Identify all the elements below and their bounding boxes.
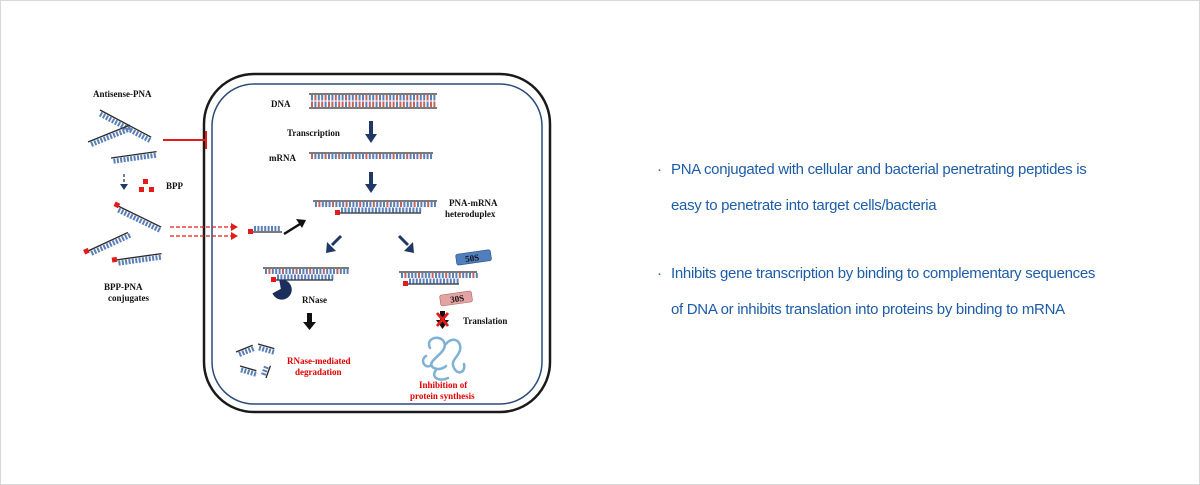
- ribosome-target-heteroduplex: [399, 271, 478, 286]
- antisense-pna-strand: [87, 124, 132, 147]
- bpp-peptides: [139, 179, 154, 192]
- degraded-fragment: [257, 343, 275, 355]
- label-dna: DNA: [271, 99, 291, 109]
- feature-line: Inhibits gene transcription by binding t…: [671, 265, 1096, 282]
- label-heteroduplex-line2: heteroduplex: [445, 209, 496, 219]
- translation-flow-arrow: [365, 172, 377, 193]
- label-degradation-line2: degradation: [295, 367, 342, 377]
- transcription-arrow: [365, 121, 377, 143]
- label-bpp-pna-line2: conjugates: [108, 293, 149, 303]
- label-translation: Translation: [463, 316, 507, 326]
- label-rnase: RNase: [302, 295, 327, 305]
- bullet-marker: ·: [657, 265, 662, 282]
- protein-icon: [421, 336, 466, 381]
- inhibit-entry-arrow: [163, 131, 207, 149]
- bpp-pna-strand: [83, 231, 132, 256]
- ribosome-30s: 30S: [439, 290, 473, 307]
- degradation-arrow: [303, 313, 316, 330]
- antisense-pna-strand: [110, 150, 157, 164]
- ribosome-50s: 50S: [455, 249, 492, 266]
- branch-right-arrow: [397, 234, 414, 253]
- blocked-translation-arrow: [435, 311, 450, 329]
- feature-item: · PNA conjugated with cellular and bacte…: [657, 152, 1127, 224]
- label-transcription: Transcription: [287, 128, 340, 138]
- label-30s: 30S: [450, 293, 465, 305]
- degraded-fragment: [261, 365, 272, 379]
- label-bpp-pna-line1: BPP-PNA: [104, 282, 143, 292]
- label-degradation-line1: RNase-mediated: [287, 356, 351, 366]
- pna-mechanism-diagram: Antisense-PNA BPP BPP-PNA conjugates DNA…: [83, 72, 552, 414]
- label-bpp: BPP: [166, 181, 184, 191]
- degraded-fragment: [235, 344, 255, 357]
- pna-mrna-heteroduplex: [313, 200, 437, 215]
- degraded-fragment: [239, 365, 257, 377]
- label-inhibition-line2: protein synthesis: [410, 391, 475, 401]
- entering-conjugate: [248, 226, 282, 234]
- feature-item: · Inhibits gene transcription by binding…: [657, 256, 1127, 328]
- antisense-pna-strand: [98, 109, 152, 143]
- bullet-marker: ·: [657, 161, 662, 178]
- feature-line: easy to penetrate into target cells/bact…: [671, 197, 937, 214]
- conjugate-entry-arrows: [170, 223, 238, 240]
- binding-arrow: [283, 219, 306, 236]
- bpp-join-arrow: [120, 174, 128, 190]
- dna-duplex: [309, 93, 437, 109]
- feature-list: · PNA conjugated with cellular and bacte…: [657, 152, 1127, 328]
- strands-layer: [83, 93, 478, 379]
- rnase-enzyme: [272, 279, 292, 300]
- bpp-pna-strand: [113, 201, 162, 233]
- label-antisense-pna: Antisense-PNA: [93, 89, 152, 99]
- label-heteroduplex-line1: PNA-mRNA: [449, 198, 498, 208]
- bpp-pna-strand: [111, 252, 162, 266]
- feature-line: of DNA or inhibits translation into prot…: [671, 301, 1065, 318]
- label-mrna: mRNA: [269, 153, 296, 163]
- mrna-strand: [309, 152, 433, 159]
- cell-outer-membrane: [202, 72, 552, 414]
- label-50s: 50S: [465, 252, 480, 264]
- label-inhibition-line1: Inhibition of: [419, 380, 468, 390]
- feature-line: PNA conjugated with cellular and bacteri…: [671, 161, 1087, 178]
- cell-inner-membrane: [211, 83, 543, 405]
- rnase-target-heteroduplex: [263, 267, 349, 282]
- branch-left-arrow: [326, 234, 343, 253]
